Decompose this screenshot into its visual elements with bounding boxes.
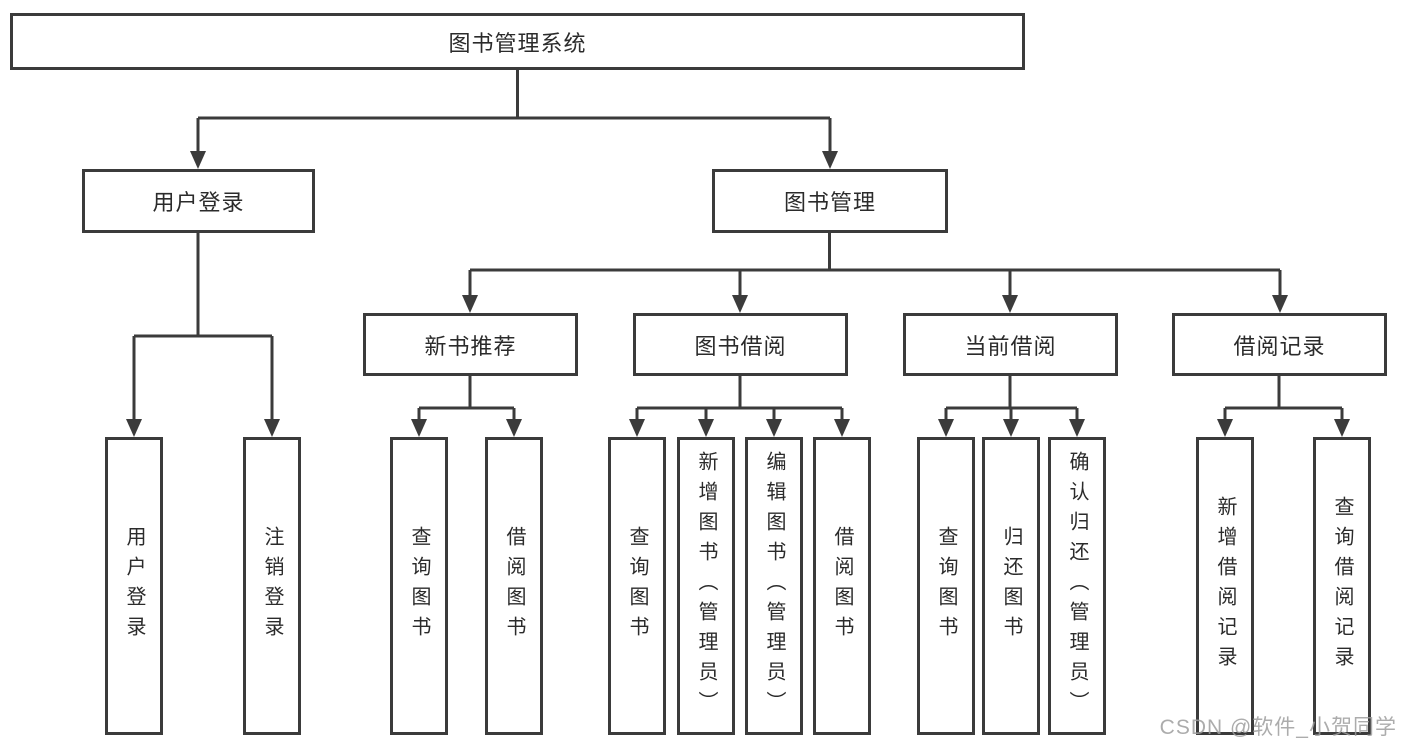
leaf-confirm-return-admin-label: 确认归还（管理员）: [1066, 451, 1088, 721]
leaf-borrow-books-1-label: 借阅图书: [503, 526, 525, 646]
leaf-query-books-3: 查询图书: [917, 437, 975, 735]
leaf-borrow-books-2: 借阅图书: [813, 437, 871, 735]
leaf-borrow-books-1: 借阅图书: [485, 437, 543, 735]
leaf-query-borrow-record-label: 查询借阅记录: [1331, 496, 1353, 676]
node-root-label: 图书管理系统: [448, 30, 587, 56]
node-new-book-recommend-label: 新书推荐: [424, 333, 517, 359]
node-root: 图书管理系统: [10, 13, 1025, 70]
leaf-edit-books-admin: 编辑图书（管理员）: [745, 437, 803, 735]
leaf-query-books-1-label: 查询图书: [408, 526, 430, 646]
leaf-borrow-books-2-label: 借阅图书: [831, 526, 853, 646]
leaf-add-books-admin-label: 新增图书（管理员）: [695, 451, 717, 721]
node-new-book-recommend: 新书推荐: [363, 313, 578, 376]
leaf-add-borrow-record-label: 新增借阅记录: [1214, 496, 1236, 676]
leaf-query-books-2-label: 查询图书: [626, 526, 648, 646]
leaf-return-books: 归还图书: [982, 437, 1040, 735]
node-book-borrow-label: 图书借阅: [694, 333, 787, 359]
leaf-edit-books-admin-label: 编辑图书（管理员）: [763, 451, 785, 721]
node-book-management-label: 图书管理: [783, 190, 876, 215]
leaf-return-books-label: 归还图书: [1000, 526, 1022, 646]
leaf-query-borrow-record: 查询借阅记录: [1313, 437, 1371, 735]
leaf-logout: 注销登录: [243, 437, 301, 735]
node-borrow-records: 借阅记录: [1172, 313, 1387, 376]
node-book-borrow: 图书借阅: [633, 313, 848, 376]
csdn-watermark: CSDN @软件_小贺同学: [1159, 716, 1397, 739]
leaf-query-books-2: 查询图书: [608, 437, 666, 735]
node-current-borrow: 当前借阅: [903, 313, 1118, 376]
leaf-confirm-return-admin: 确认归还（管理员）: [1048, 437, 1106, 735]
node-book-management: 图书管理: [712, 169, 948, 233]
leaf-add-borrow-record: 新增借阅记录: [1196, 437, 1254, 735]
leaf-query-books-3-label: 查询图书: [935, 526, 957, 646]
leaf-user-login-label: 用户登录: [123, 526, 145, 646]
node-user-login: 用户登录: [82, 169, 315, 233]
leaf-logout-label: 注销登录: [261, 526, 283, 646]
node-current-borrow-label: 当前借阅: [964, 333, 1057, 359]
leaf-add-books-admin: 新增图书（管理员）: [677, 437, 735, 735]
leaf-query-books-1: 查询图书: [390, 437, 448, 735]
node-user-login-label: 用户登录: [152, 190, 245, 215]
node-borrow-records-label: 借阅记录: [1233, 333, 1326, 359]
leaf-user-login: 用户登录: [105, 437, 163, 735]
